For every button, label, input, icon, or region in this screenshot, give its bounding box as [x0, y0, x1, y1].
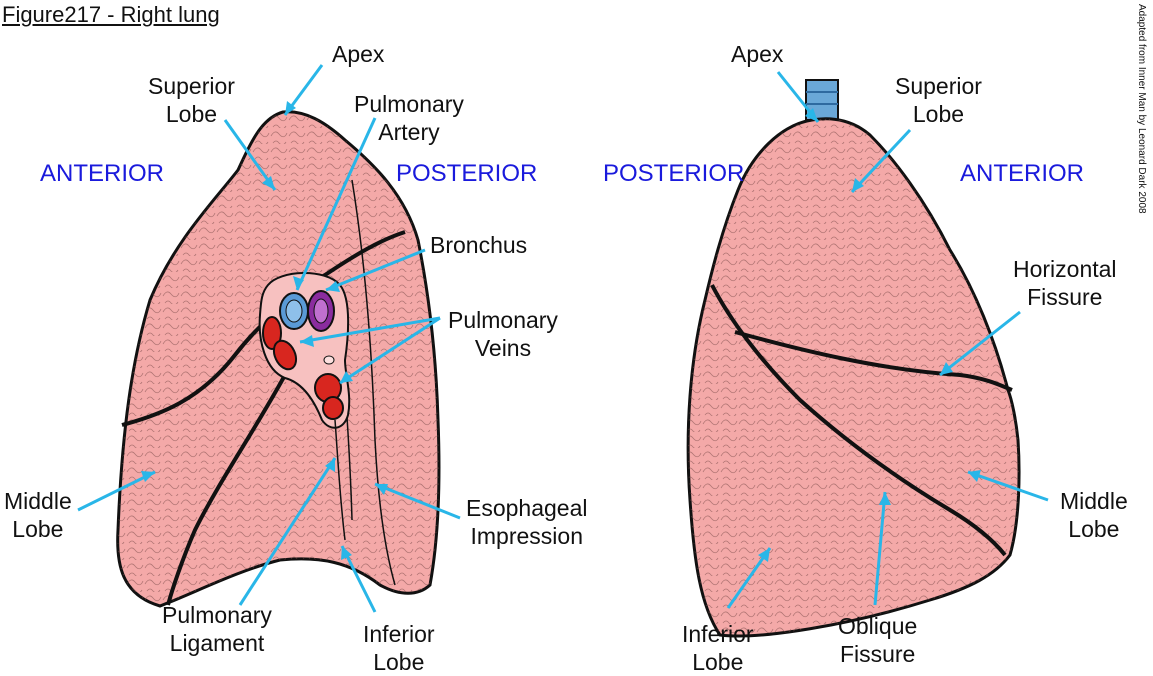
label-pulmonary-artery: Pulmonary Artery	[354, 91, 464, 145]
pulmonary-vein-1	[262, 316, 282, 350]
arrow-pulmonary-artery	[295, 117, 377, 291]
direction-anterior-medial: ANTERIOR	[40, 160, 165, 187]
arrow-pulmonary-veins-b	[339, 316, 441, 385]
direction-posterior-medial: POSTERIOR	[396, 160, 538, 187]
credit-text: Adapted from Inner Man by Leonard Dark 2…	[1136, 4, 1147, 214]
direction-anterior-lateral: ANTERIOR	[960, 160, 1085, 187]
horizontal-fissure-line	[734, 330, 1013, 392]
arrow-pulmonary-veins-a	[299, 316, 441, 344]
label-middle-lobe-medial: Middle Lobe	[4, 488, 72, 542]
arrow-middle-lobe-medial	[77, 470, 156, 512]
label-bronchus: Bronchus	[430, 232, 528, 258]
label-horizontal-fissure: Horizontal Fissure	[1013, 256, 1117, 310]
arrow-horizontal-fissure	[939, 310, 1021, 377]
lateral-lung	[686, 79, 1021, 638]
medial-lung	[116, 110, 441, 608]
label-inferior-lobe-medial: Inferior Lobe	[363, 621, 435, 675]
figure-title: Figure217 - Right lung	[2, 2, 220, 27]
label-esophageal-impression: Esophageal Impression	[466, 495, 588, 549]
pulmonary-vein-4	[322, 396, 344, 420]
label-superior-lobe-medial: Superior Lobe	[148, 73, 235, 127]
medial-lower-fissure	[166, 374, 287, 606]
arrow-esophageal	[374, 482, 461, 520]
label-pulmonary-ligament: Pulmonary Ligament	[162, 602, 272, 656]
label-apex-lateral: Apex	[731, 41, 784, 67]
arrow-oblique-fissure	[873, 491, 887, 606]
label-apex-medial: Apex	[332, 41, 385, 67]
pulmonary-vein-2	[272, 339, 298, 371]
arrow-bronchus	[325, 248, 426, 292]
label-inferior-lobe-lateral: Inferior Lobe	[682, 621, 754, 675]
arrow-superior-lobe-medial	[223, 119, 277, 191]
arrow-pulmonary-ligament	[238, 457, 337, 606]
label-superior-lobe-lateral: Superior Lobe	[895, 73, 982, 127]
arrow-middle-lobe-lateral	[967, 470, 1049, 502]
arrow-heads	[141, 101, 981, 562]
pulmonary-ligament-strip	[334, 419, 346, 541]
arrow-superior-lobe-lateral	[850, 128, 912, 194]
oblique-fissure-line	[710, 284, 1007, 557]
label-pulmonary-veins: Pulmonary Veins	[448, 307, 558, 361]
direction-posterior-lateral: POSTERIOR	[603, 160, 745, 187]
label-oblique-fissure: Oblique Fissure	[838, 613, 918, 667]
label-middle-lobe-lateral: Middle Lobe	[1060, 488, 1128, 542]
